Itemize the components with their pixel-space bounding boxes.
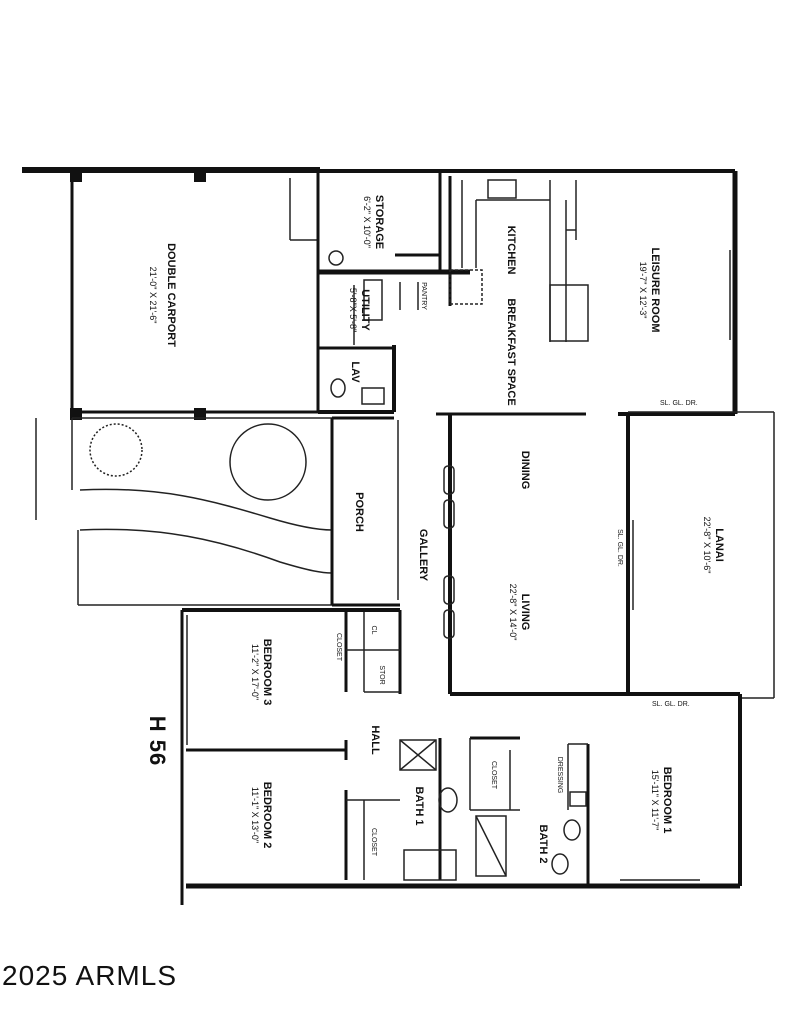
bedroom-2-dims: 11'-1" X 13'-0" xyxy=(250,787,260,843)
service-block xyxy=(316,172,470,414)
bedroom-2-area xyxy=(186,740,740,889)
closet-label-3: CLOSET xyxy=(490,761,497,790)
lav-label: LAV xyxy=(349,361,361,383)
kitchen-area xyxy=(448,176,589,342)
bedroom-3-label: BEDROOM 3 xyxy=(261,639,273,706)
living-label: LIVING xyxy=(519,594,531,631)
carport-dims: 21'-0" X 21'-6" xyxy=(148,267,158,324)
cl-label: CL xyxy=(370,626,377,635)
closet-label-2: CLOSET xyxy=(370,828,377,857)
closet-label-1: CLOSET xyxy=(335,633,342,662)
watermark: 2025 ARMLS xyxy=(2,960,177,991)
lanai-label: LANAI xyxy=(713,528,725,562)
breakfast-label: BREAKFAST SPACE xyxy=(505,298,517,405)
bedroom-1-label: BEDROOM 1 xyxy=(661,767,673,834)
carport-area xyxy=(70,170,320,420)
kitchen-label: KITCHEN xyxy=(505,226,517,275)
utility-label: UTILITY xyxy=(359,289,371,331)
pantry-label: PANTRY xyxy=(420,282,427,310)
stor-label: STOR xyxy=(378,665,385,684)
utility-dims: 5'-8"X 5'-8" xyxy=(348,288,358,332)
lanai-dims: 22'-8" X 10'-6" xyxy=(702,517,712,574)
leisure-room-walls xyxy=(729,171,738,414)
entry-garden xyxy=(35,416,400,607)
living-dims: 22'-8" X 14'-0" xyxy=(508,584,518,641)
bedroom-1-dims: 15'-11" X 11'-7" xyxy=(650,770,660,831)
leisure-dims: 19'-7" X 12'-3" xyxy=(638,262,648,319)
bedroom-3-dims: 11'-2" X 17'-0" xyxy=(250,644,260,700)
bedroom-2-label: BEDROOM 2 xyxy=(261,782,273,849)
bath-area xyxy=(399,736,581,881)
sliding-door-label-1: SL. GL. DR. xyxy=(660,400,698,407)
storage-label: STORAGE xyxy=(373,195,385,249)
carport-label: DOUBLE CARPORT xyxy=(165,243,177,347)
storage-dims: 6'-2" X 10'-0" xyxy=(362,196,372,248)
dressing-label: DRESSING xyxy=(556,757,563,794)
bath-1-label: BATH 1 xyxy=(413,787,425,826)
dining-label: DINING xyxy=(519,451,531,490)
bath-2-label: BATH 2 xyxy=(537,825,549,864)
lanai-area xyxy=(628,411,775,699)
hall-label: HALL xyxy=(369,725,381,755)
sliding-door-label-2: SL. GL. DR. xyxy=(616,529,623,567)
plan-code: H 56 xyxy=(145,715,171,767)
leisure-label: LEISURE ROOM xyxy=(649,248,661,333)
bedroom-3-area xyxy=(180,608,400,905)
porch-label: PORCH xyxy=(353,492,365,532)
living-dining-walls xyxy=(436,412,740,696)
gallery-label: GALLERY xyxy=(417,529,429,582)
bedroom-1-area xyxy=(567,694,742,886)
sliding-door-label-3: SL. GL. DR. xyxy=(652,701,690,708)
